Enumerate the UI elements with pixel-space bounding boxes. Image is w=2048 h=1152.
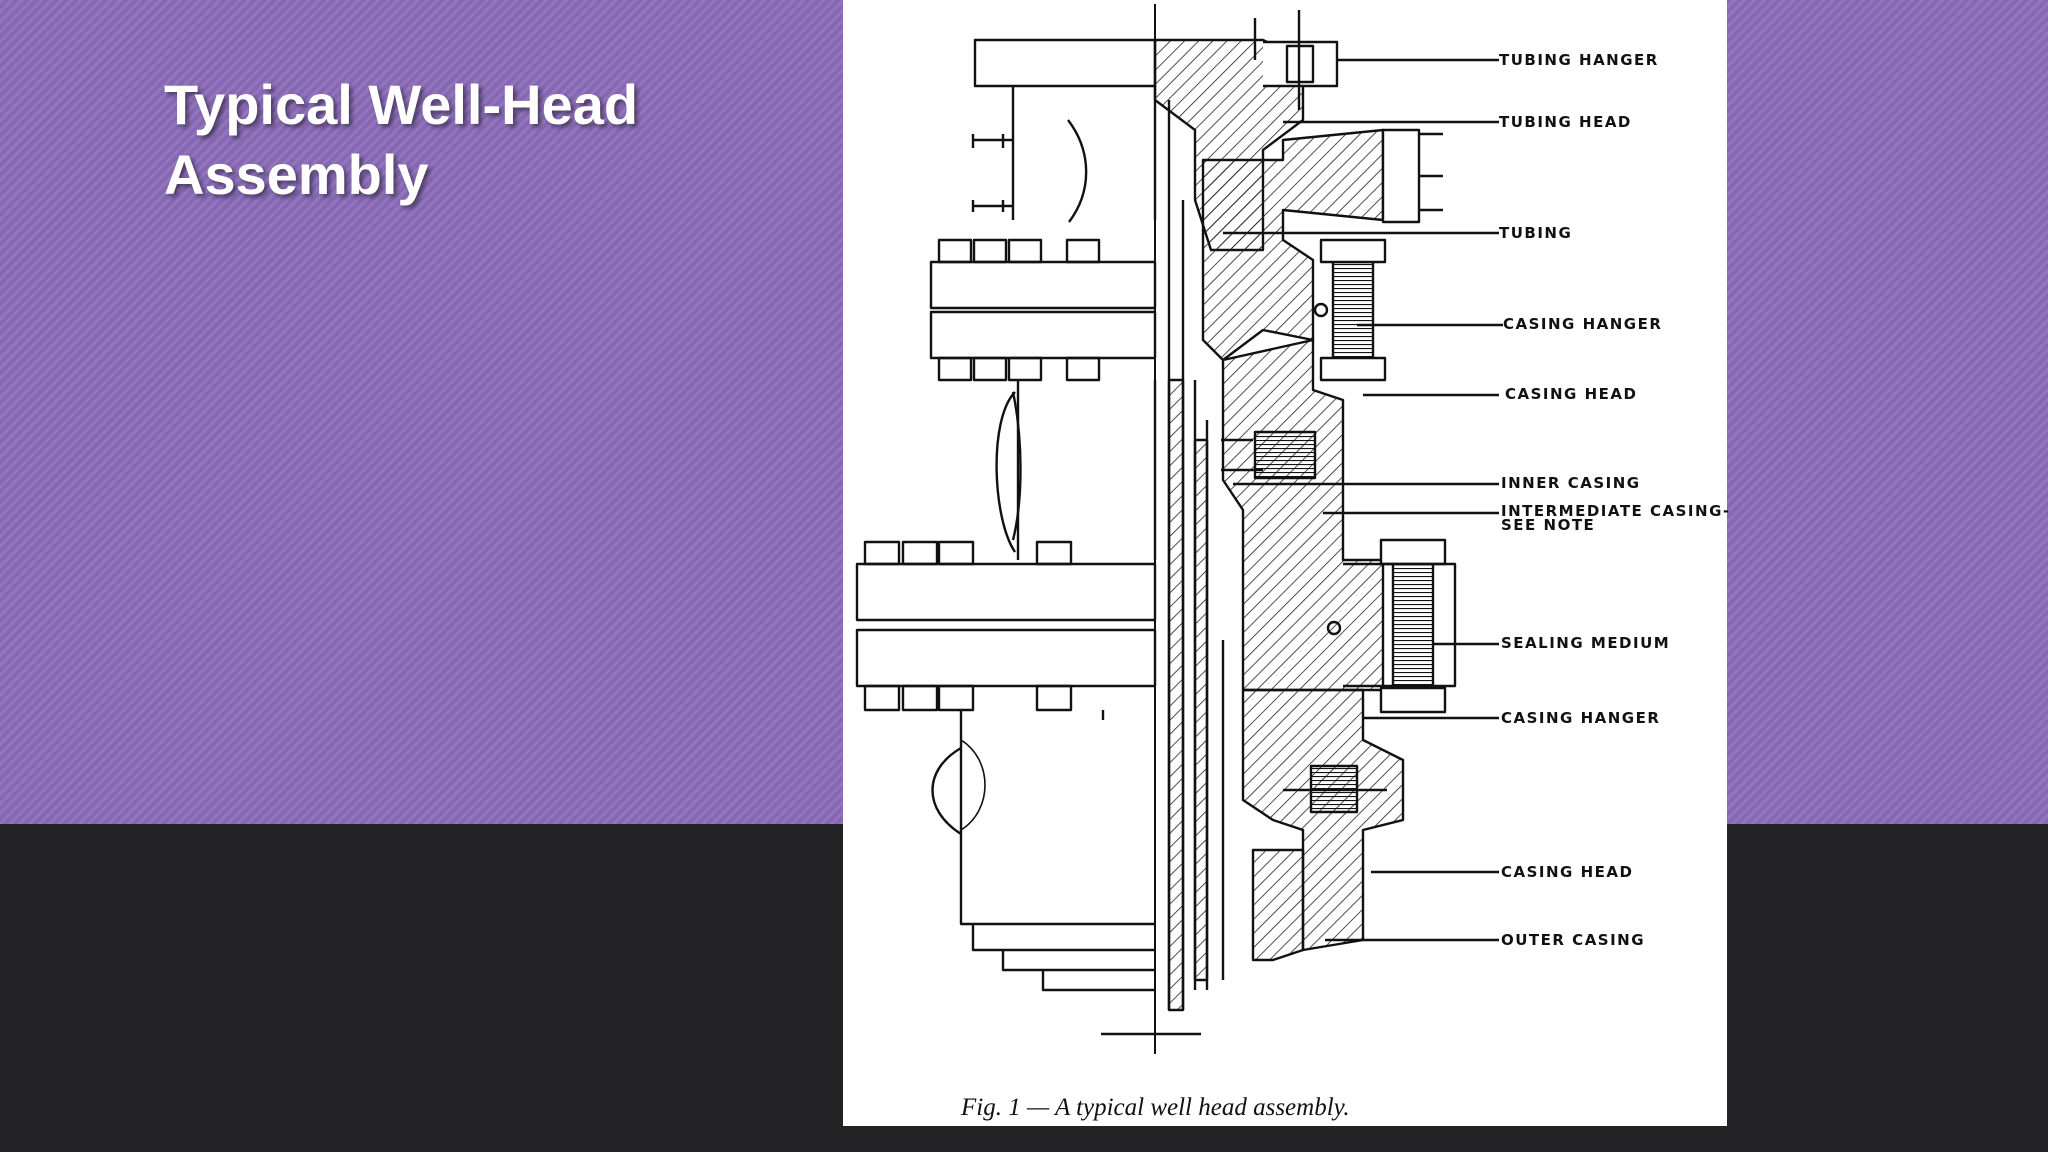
label-sealing-medium: SEALING MEDIUM (1501, 634, 1671, 652)
label-casing-hanger-upper: CASING HANGER (1503, 315, 1663, 333)
label-tubing-hanger: TUBING HANGER (1499, 51, 1659, 69)
label-casing-hanger-lower: CASING HANGER (1501, 709, 1661, 727)
slide-title: Typical Well-Head Assembly (164, 73, 639, 206)
label-tubing-head: TUBING HEAD (1499, 113, 1632, 131)
well-head-drawing (855, 4, 1503, 1054)
label-see-note: SEE NOTE (1501, 516, 1596, 534)
label-inner-casing: INNER CASING (1501, 474, 1641, 492)
label-intermediate-casing: INTERMEDIATE CASING- (1501, 502, 1731, 520)
label-outer-casing: OUTER CASING (1501, 931, 1646, 949)
label-casing-head-upper: CASING HEAD (1505, 385, 1638, 403)
figure-caption: Fig. 1 — A typical well head assembly. (961, 1094, 1350, 1121)
well-head-figure: TUBING HANGER TUBING HEAD TUBING CASING … (843, 0, 1729, 1126)
label-tubing: TUBING (1499, 224, 1573, 242)
label-casing-head-lower: CASING HEAD (1501, 863, 1634, 881)
